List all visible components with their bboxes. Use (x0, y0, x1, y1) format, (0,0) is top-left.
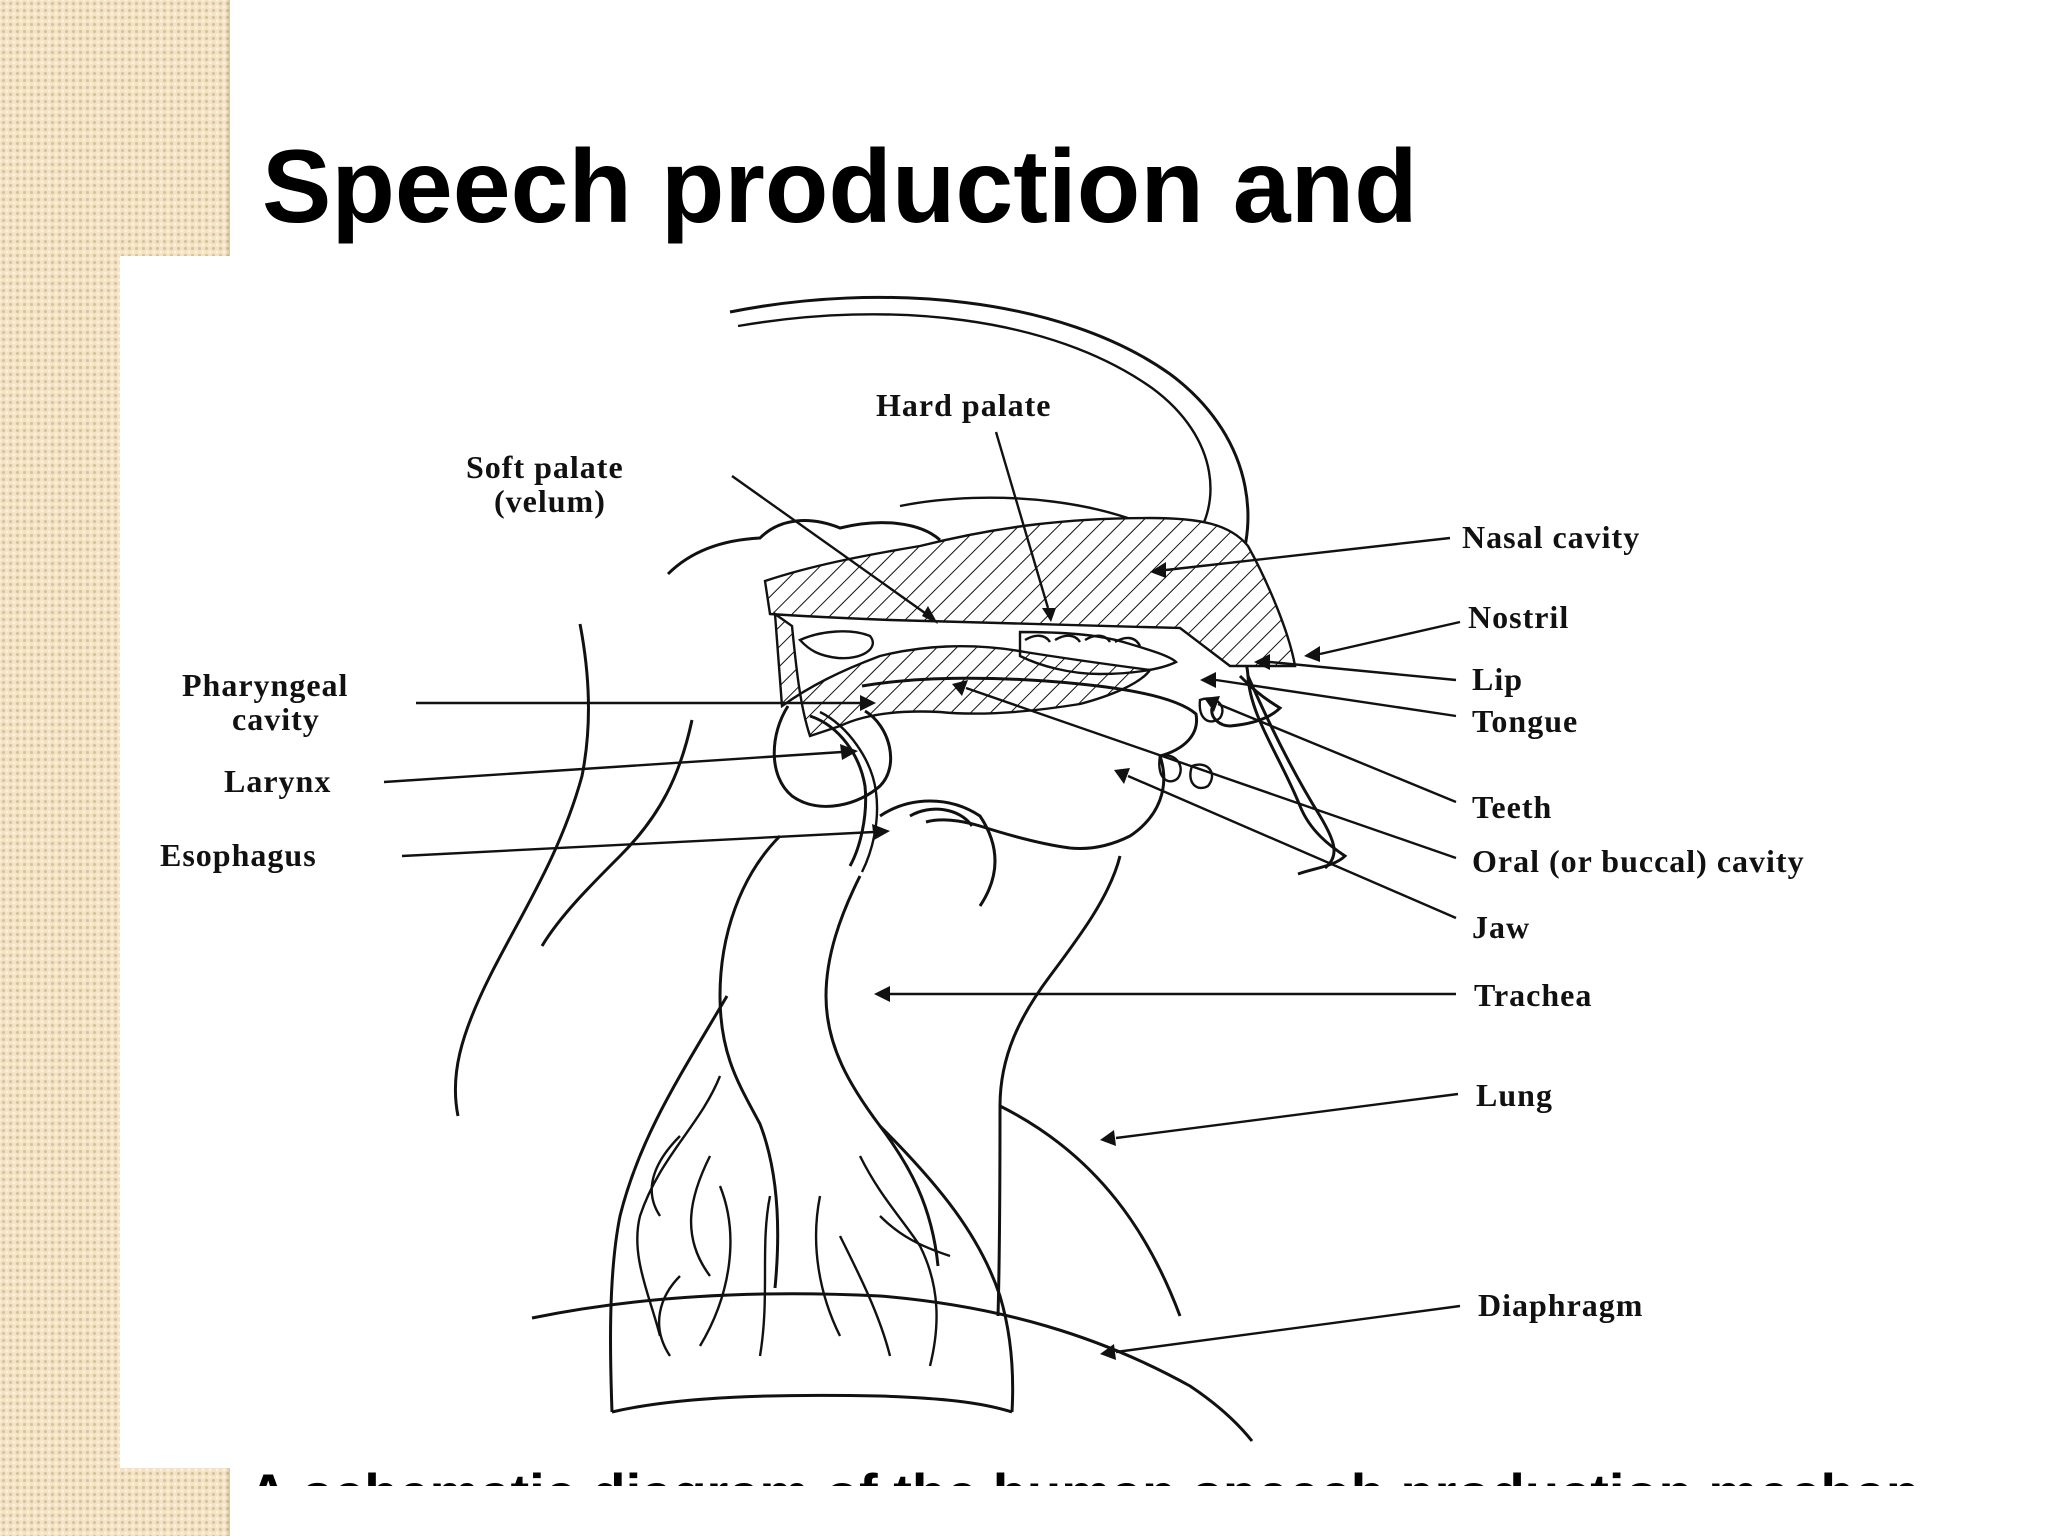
leader-pharyngeal (416, 695, 876, 711)
lower-teeth (1158, 754, 1214, 790)
diaphragm-outline-back (999, 1104, 1182, 1317)
label-diaphragm: Diaphragm (1478, 1287, 1643, 1323)
leader-trachea (874, 986, 1456, 1002)
label-teeth: Teeth (1472, 789, 1552, 825)
slide-title: Speech production and (262, 129, 1418, 245)
bronchi-left (636, 1075, 732, 1357)
leader-lip (1254, 654, 1457, 682)
label-hard-palate: Hard palate (876, 387, 1051, 423)
lung-base (611, 1393, 1013, 1414)
leader-nostril (1304, 620, 1461, 662)
lung-right-outline (878, 1124, 1015, 1413)
figure-panel: Hard palate Soft palate (velum) Nasal ca… (120, 256, 2012, 1468)
nasal-cavity-shape (763, 516, 1297, 668)
label-lip: Lip (1472, 661, 1523, 697)
label-nasal-cavity: Nasal cavity (1462, 519, 1640, 555)
leader-tongue (1200, 672, 1457, 718)
neck-front (996, 855, 1122, 1317)
leader-nasal-cavity (1150, 536, 1451, 578)
label-soft-palate: Soft palate (466, 449, 624, 485)
neck-left-outer (453, 623, 591, 1117)
lung-left-outline (608, 995, 729, 1413)
leader-teeth (1204, 696, 1457, 804)
speech-production-diagram: Hard palate Soft palate (velum) Nasal ca… (160, 295, 1805, 1442)
leader-esophagus (401, 824, 890, 858)
trachea-left-wall (718, 834, 782, 1289)
label-pharyngeal-cavity: cavity (232, 701, 320, 737)
label-tongue: Tongue (1472, 703, 1578, 739)
esophagus-tube (879, 799, 997, 907)
epiglottis-inner (819, 710, 879, 873)
label-pharyngeal: Pharyngeal (182, 667, 348, 703)
leader-larynx (383, 744, 858, 784)
larynx-outline (772, 705, 893, 808)
head-outline-inner (737, 313, 1212, 550)
velum-outline (797, 630, 874, 660)
leader-oral-cavity (952, 680, 1457, 860)
bronchi-right (758, 1155, 951, 1367)
leader-soft-palate (731, 475, 938, 624)
figure-caption-text: A schematic diagram of the human speech … (248, 1466, 1920, 1487)
leader-lung (1100, 1092, 1459, 1146)
epiglottis (809, 714, 868, 867)
trachea-right-wall (824, 875, 940, 1267)
diaphragm-outline (531, 1292, 1254, 1442)
label-esophagus: Esophagus (160, 837, 317, 873)
label-trachea: Trachea (1474, 977, 1592, 1013)
leader-diaphragm (1100, 1304, 1461, 1360)
teeth-bumps (1024, 634, 1142, 647)
leader-hard-palate (994, 431, 1056, 622)
label-larynx: Larynx (224, 763, 331, 799)
label-velum: (velum) (494, 483, 606, 519)
leader-jaw (1114, 768, 1457, 920)
label-jaw: Jaw (1472, 909, 1530, 945)
label-nostril: Nostril (1468, 599, 1569, 635)
neck-left-inner (540, 719, 694, 947)
nose-outline (1246, 675, 1336, 870)
figure-caption-cropped: A schematic diagram of the human speech … (248, 1456, 1988, 1487)
label-lung: Lung (1476, 1077, 1553, 1113)
label-oral-cavity: Oral (or buccal) cavity (1472, 843, 1805, 879)
